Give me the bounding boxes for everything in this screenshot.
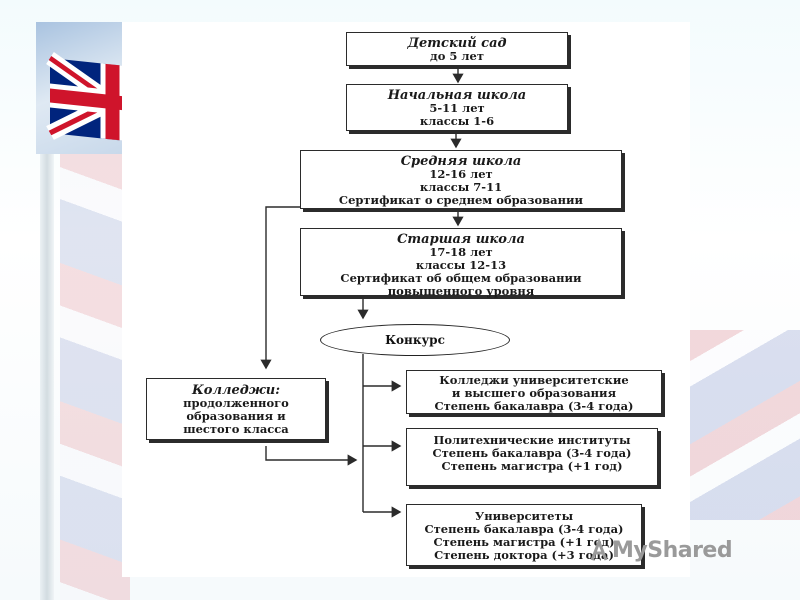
flag-pole <box>40 150 54 600</box>
node-universities-line: Университеты <box>474 509 574 523</box>
node-colleges-title: Колледжи: <box>191 383 281 398</box>
node-primary-line: классы 1-6 <box>419 114 495 128</box>
myshared-logo-icon <box>590 538 608 561</box>
node-universities-line: Степень магистра (+1 год) <box>433 535 615 549</box>
node-universities-line: Степень бакалавра (3-4 года) <box>424 522 624 536</box>
node-secondary: Средняя школа 12-16 лет классы 7-11 Серт… <box>300 150 622 209</box>
node-senior-line: Сертификат об общем образовании <box>340 271 582 285</box>
node-primary: Начальная школа 5-11 лет классы 1-6 <box>346 84 568 131</box>
node-polytechnics-line: Степень магистра (+1 год) <box>441 459 623 473</box>
node-kindergarten-line: до 5 лет <box>430 49 484 63</box>
node-university-colleges-line: Колледжи университетские <box>439 373 629 387</box>
node-university-colleges-line: Степень бакалавра (3-4 года) <box>434 399 634 413</box>
node-secondary-line: 12-16 лет <box>429 167 493 181</box>
background-flag-right <box>688 330 800 520</box>
node-secondary-line: классы 7-11 <box>419 180 503 194</box>
node-kindergarten: Детский сад до 5 лет <box>346 32 568 66</box>
node-colleges-line: продолженного <box>183 396 289 410</box>
node-colleges-line: шестого класса <box>183 422 289 436</box>
watermark: MyShared <box>612 538 733 563</box>
node-primary-title: Начальная школа <box>387 88 527 103</box>
node-colleges-line: образования и <box>186 409 286 423</box>
node-senior-line: классы 12-13 <box>415 258 507 272</box>
node-polytechnics: Политехнические институты Степень бакала… <box>406 428 658 486</box>
node-polytechnics-line: Степень бакалавра (3-4 года) <box>432 446 632 460</box>
node-senior-title: Старшая школа <box>397 232 525 247</box>
node-polytechnics-line: Политехнические институты <box>433 433 631 447</box>
node-senior-line: 17-18 лет <box>429 245 493 259</box>
node-secondary-line: Сертификат о среднем образовании <box>338 193 584 207</box>
node-university-colleges: Колледжи университетские и высшего образ… <box>406 370 662 414</box>
node-senior-line: повышенного уровня <box>387 284 535 298</box>
node-university-colleges-line: и высшего образования <box>451 386 617 400</box>
node-colleges: Колледжи: продолженного образования и ше… <box>146 378 326 440</box>
node-secondary-title: Средняя школа <box>400 154 522 169</box>
node-universities-line: Степень доктора (+3 года) <box>434 548 614 562</box>
node-contest: Конкурс <box>320 324 510 356</box>
node-senior: Старшая школа 17-18 лет классы 12-13 Сер… <box>300 228 622 298</box>
background-flag-left <box>60 150 130 600</box>
node-kindergarten-title: Детский сад <box>407 36 507 51</box>
node-universities: Университеты Степень бакалавра (3-4 года… <box>406 504 642 566</box>
node-primary-line: 5-11 лет <box>429 101 485 115</box>
